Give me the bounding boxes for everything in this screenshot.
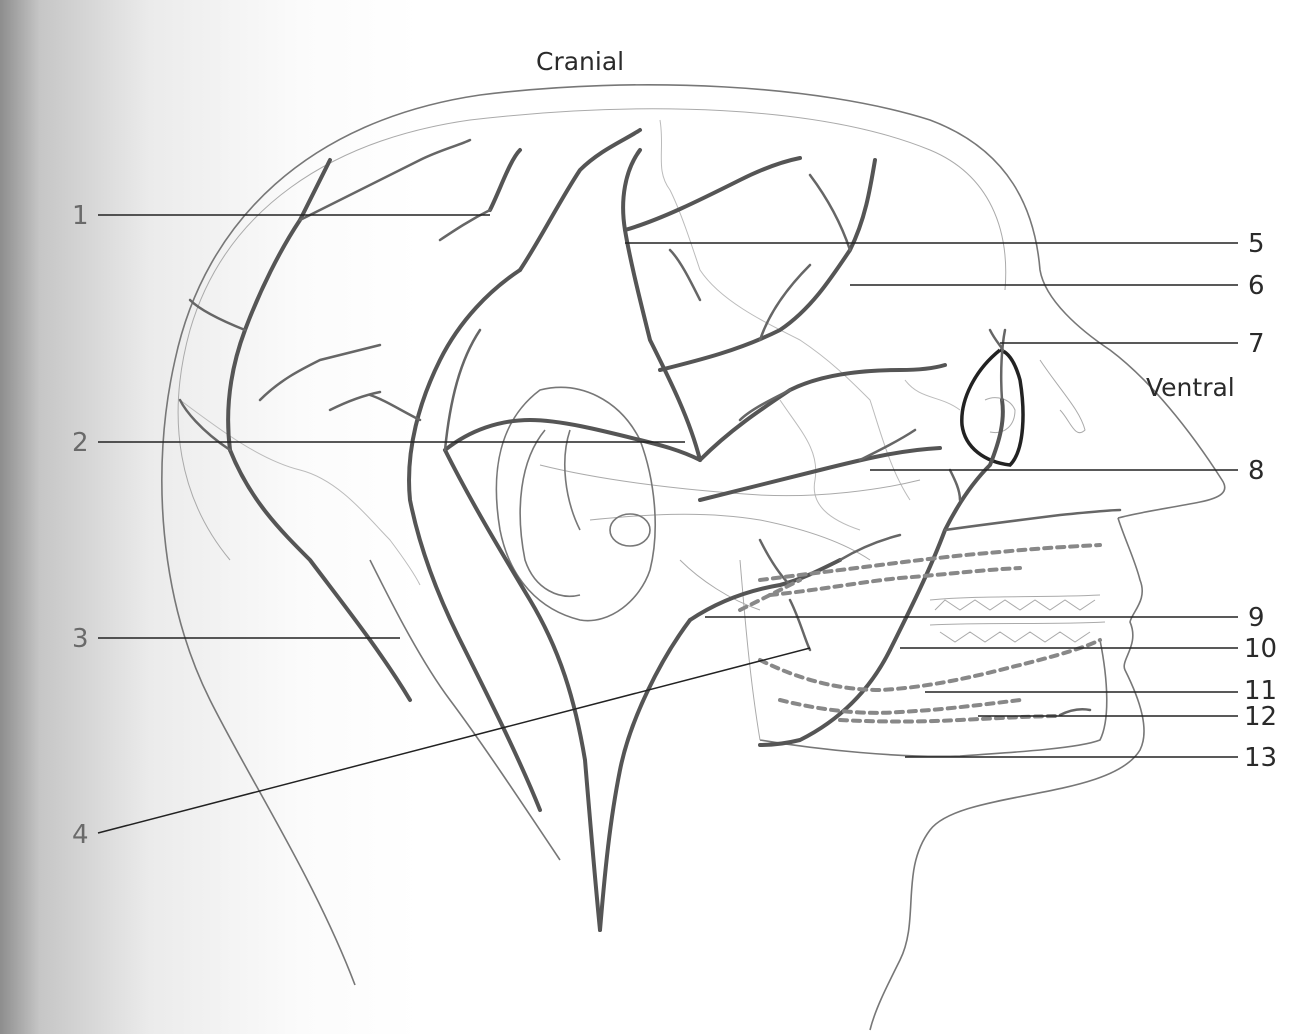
pterygoid-plexus xyxy=(740,545,1100,722)
label-7: 7 xyxy=(1248,329,1265,359)
skull-sutures xyxy=(180,120,960,585)
direction-ventral: Ventral xyxy=(1146,373,1235,402)
label-9: 9 xyxy=(1248,603,1265,633)
label-6: 6 xyxy=(1248,271,1265,301)
eye xyxy=(962,350,1023,465)
label-12: 12 xyxy=(1244,702,1277,732)
label-2: 2 xyxy=(72,428,89,458)
leader-lines xyxy=(98,215,1238,833)
label-5: 5 xyxy=(1248,229,1265,259)
head-outline xyxy=(162,85,1225,1030)
label-8: 8 xyxy=(1248,456,1265,486)
leader-4 xyxy=(98,648,810,833)
label-1: 1 xyxy=(72,201,89,231)
label-4: 4 xyxy=(72,820,89,850)
label-3: 3 xyxy=(72,624,89,654)
direction-cranial: Cranial xyxy=(536,47,624,76)
face-features xyxy=(680,360,1107,756)
label-13: 13 xyxy=(1244,743,1277,773)
label-10: 10 xyxy=(1244,634,1277,664)
